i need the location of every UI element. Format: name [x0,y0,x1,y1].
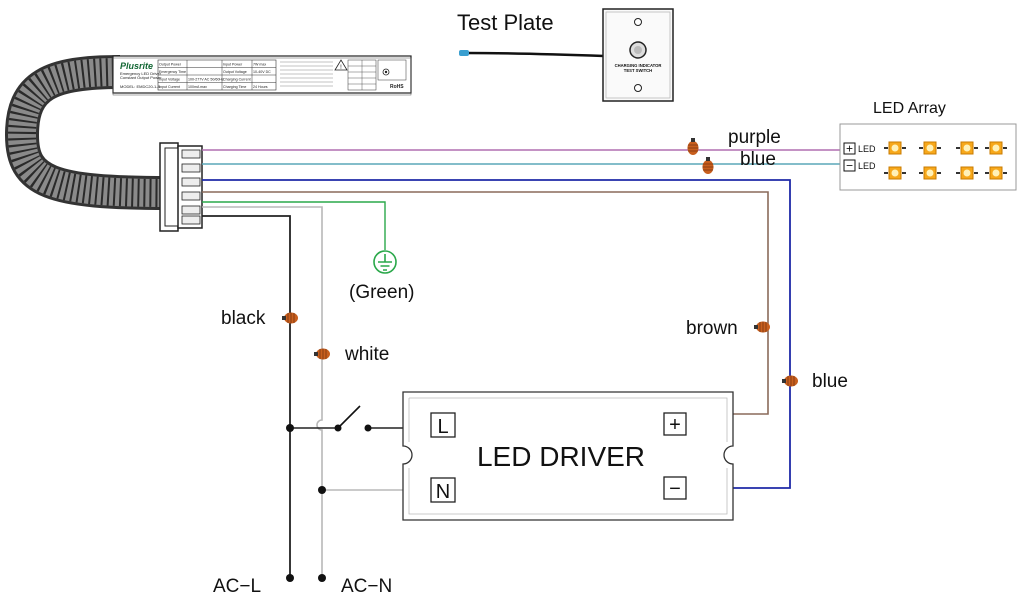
wall-switch[interactable] [334,405,372,432]
spec-cell: 10-40V DC [253,70,271,74]
led-neg-symbol: − [846,159,853,173]
wire-connector [159,142,203,232]
label-black: black [221,308,266,329]
led-driver-title: LED DRIVER [477,441,645,472]
wire-nut-icon [702,156,714,175]
spec-cell: Input Power [223,63,243,67]
spec-cell: Input Voltage [159,78,180,82]
driver-rohs: RoHS [390,84,404,90]
driver-subtitle-2: Constant Output Power [120,75,162,80]
label-brown: brown [686,318,738,339]
wire-nut-icon [753,321,771,333]
ac-l-label: AC−L [213,576,261,594]
spec-cell: 24 Hours [253,85,268,89]
driver-subtitle-1: Emergency LED Driver [120,71,162,76]
emergency-driver: Plusrite Emergency LED Driver Constant O… [112,55,412,96]
driver-brand: Plusrite [120,61,153,71]
driver-plus-label: + [669,414,681,436]
plate-text-2: TEST SWITCH [624,68,652,73]
test-plate-cable [465,51,605,58]
led-pos-label: LED [858,144,876,154]
wire-brown [202,191,769,415]
spec-cell: 100mA max [188,85,207,89]
label-purple: purple [728,127,781,148]
led-array-title: LED Array [873,100,946,117]
wire-green [202,201,386,250]
label-blue-right: blue [812,371,848,392]
wire-white [202,206,323,578]
wire-blue-dark [202,179,791,489]
spec-cell: 7W max [253,63,266,67]
driver-terminal-l [430,412,456,438]
junction-dot [286,424,294,432]
label-green: (Green) [349,282,414,303]
ac-n-terminal [318,574,326,582]
test-plate-connector [459,50,469,56]
driver-n-label: N [436,481,450,503]
ac-n-label: AC−N [341,576,392,594]
driver-model: MODEL: EMDC20-1-A [120,84,161,89]
junction-dot [318,486,326,494]
test-plate: CHARGING INDICATOR TEST SWITCH [602,8,674,102]
driver-terminal-minus [663,476,687,500]
driver-terminal-plus [663,412,687,436]
ac-l-terminal [286,574,294,582]
spec-cell: Input Current [159,85,180,89]
wire-nut-icon [313,348,331,360]
label-white: white [344,344,389,365]
driver-l-label: L [437,416,448,438]
wire-nut-icon [281,312,299,324]
svg-text:!: ! [340,65,342,71]
ground-icon [373,250,397,274]
test-plate-title: Test Plate [457,10,554,35]
spec-cell: Output Power [159,63,182,67]
spec-cell: Output Voltage [223,70,247,74]
plate-text-1: CHARGING INDICATOR [615,63,662,68]
driver-minus-label: − [669,478,681,500]
label-blue-top: blue [740,149,776,170]
wire-black [202,215,291,578]
led-array: + LED − LED [839,123,1017,191]
driver-terminal-n [430,477,456,503]
led-pos-symbol: + [846,142,853,156]
spec-cell: 100-277V AC 50/60Hz [188,78,224,82]
led-driver: L N + − LED DRIVER [402,391,734,521]
spec-cell: Emergency Time [159,70,186,74]
spec-cell: Charging Current [223,78,251,82]
led-neg-label: LED [858,161,876,171]
wire-nut-icon [781,375,799,387]
spec-cell: Charging Time [223,85,246,89]
wire-nut-icon [687,137,699,156]
